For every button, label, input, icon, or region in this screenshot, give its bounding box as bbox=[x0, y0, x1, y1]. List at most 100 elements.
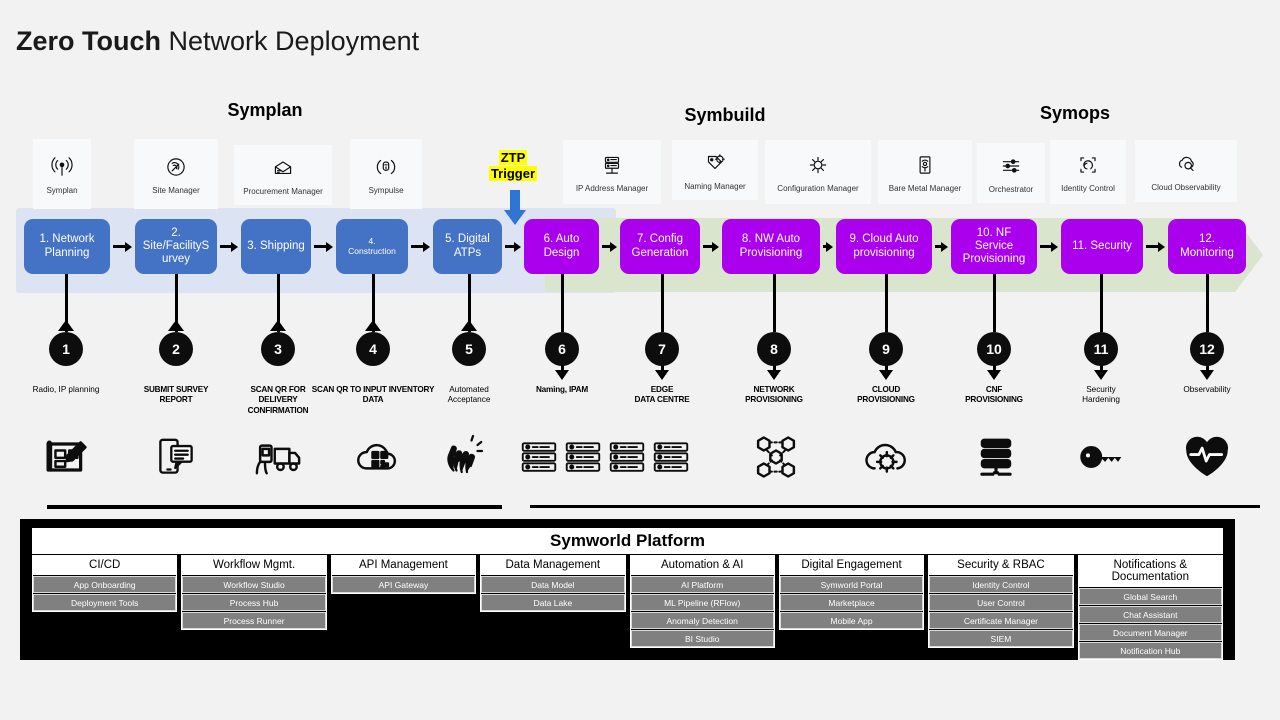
tool-card-sympulse[interactable]: Sympulse bbox=[350, 139, 422, 209]
process-step-label: 2. Site/FacilityS urvey bbox=[142, 226, 210, 266]
phone-message-icon bbox=[151, 426, 201, 488]
tool-card-label: Bare Metal Manager bbox=[888, 184, 962, 194]
step-number: 4 bbox=[369, 341, 377, 357]
tool-card-configuration-manager[interactable]: Configuration Manager bbox=[765, 140, 871, 204]
connector-line-lower-11 bbox=[1099, 364, 1103, 372]
platform-column-header: Notifications & Documentation bbox=[1078, 556, 1222, 588]
flow-arrow-10-to-11 bbox=[1040, 241, 1058, 252]
step-number-badge-2: 2 bbox=[159, 332, 193, 366]
platform-item[interactable]: Symworld Portal bbox=[779, 576, 924, 594]
tool-card-bare-metal-manager[interactable]: Bare Metal Manager bbox=[878, 140, 972, 204]
platform-item[interactable]: Data Lake bbox=[481, 594, 625, 612]
rack-signal-icon bbox=[912, 150, 938, 180]
process-step-label: 1. Network Planning bbox=[39, 233, 95, 259]
platform-item[interactable]: App Onboarding bbox=[33, 576, 177, 594]
step-number: 2 bbox=[172, 341, 180, 357]
process-step-label: 7. Config Generation bbox=[631, 233, 689, 259]
platform-item[interactable]: Mobile App bbox=[779, 612, 924, 630]
pulse-circle-icon bbox=[373, 152, 399, 182]
platform-item[interactable]: Document Manager bbox=[1078, 624, 1222, 642]
process-step-6[interactable]: 6. Auto Design bbox=[524, 219, 599, 274]
activity-label-8: NETWORK PROVISIONING bbox=[745, 385, 803, 405]
flow-arrow-6-to-7 bbox=[602, 241, 617, 252]
process-step-8[interactable]: 8. NW Auto Provisioning bbox=[722, 219, 820, 274]
process-step-5[interactable]: 5. Digital ATPs bbox=[433, 219, 502, 274]
process-step-11[interactable]: 11. Security bbox=[1061, 219, 1143, 274]
activity-label-6: Naming, IPAM bbox=[535, 385, 589, 394]
step-number: 9 bbox=[882, 341, 890, 357]
process-step-3[interactable]: 3. Shipping bbox=[241, 219, 311, 274]
connector-line-1 bbox=[64, 274, 68, 332]
envelope-card-icon bbox=[270, 153, 296, 183]
tool-card-procurement-manager[interactable]: Procurement Manager bbox=[234, 145, 332, 205]
tool-card-orchestrator[interactable]: Orchestrator bbox=[977, 143, 1045, 203]
process-step-2[interactable]: 2. Site/FacilityS urvey bbox=[135, 219, 217, 274]
activity-label-10: CNF PROVISIONING bbox=[965, 385, 1023, 405]
platform-item[interactable]: Process Runner bbox=[182, 612, 326, 630]
tool-card-naming-manager[interactable]: Naming Manager bbox=[672, 140, 758, 200]
platform-item[interactable]: AI Platform bbox=[630, 576, 774, 594]
activity-label-1: Radio, IP planning bbox=[32, 385, 100, 394]
platform-item[interactable]: API Gateway bbox=[331, 576, 476, 594]
platform-item[interactable]: SIEM bbox=[929, 630, 1073, 648]
server-racks-icon bbox=[515, 426, 695, 488]
fingerprint-scan-icon bbox=[1075, 150, 1101, 180]
step-number-badge-7: 7 bbox=[645, 332, 679, 366]
process-step-12[interactable]: 12. Monitoring bbox=[1168, 219, 1246, 274]
tool-card-ip-address-manager[interactable]: IP Address Manager bbox=[563, 140, 661, 204]
flow-arrow-11-to-12 bbox=[1146, 241, 1165, 252]
site-signal-circle-icon bbox=[163, 152, 189, 182]
process-step-9[interactable]: 9. Cloud Auto provisioning bbox=[836, 219, 932, 274]
platform-item[interactable]: Process Hub bbox=[182, 594, 326, 612]
tool-card-identity-control[interactable]: Identity Control bbox=[1050, 140, 1126, 204]
activity-label-2: SUBMIT SURVEY REPORT bbox=[143, 385, 209, 405]
platform-item[interactable]: Certificate Manager bbox=[929, 612, 1073, 630]
connector-line-9 bbox=[884, 274, 888, 332]
down-arrow-icon-8 bbox=[767, 370, 781, 380]
cloud-qr-icon bbox=[351, 426, 407, 488]
page-title: Zero Touch Network Deployment bbox=[16, 26, 419, 57]
step-number-badge-12: 12 bbox=[1190, 332, 1224, 366]
platform-item[interactable]: Identity Control bbox=[929, 576, 1073, 594]
platform-item[interactable]: Notification Hub bbox=[1078, 642, 1222, 660]
flow-arrow-3-to-4 bbox=[314, 241, 333, 252]
down-arrow-icon-11 bbox=[1094, 370, 1108, 380]
process-step-1[interactable]: 1. Network Planning bbox=[24, 219, 110, 274]
connector-line-11 bbox=[1099, 274, 1103, 332]
qr-hand-truck-icon bbox=[247, 426, 309, 488]
step-number: 8 bbox=[770, 341, 778, 357]
antenna-signal-icon bbox=[49, 152, 75, 182]
tool-card-symplan[interactable]: Symplan bbox=[33, 139, 91, 209]
platform-item[interactable]: User Control bbox=[929, 594, 1073, 612]
tool-card-site-manager[interactable]: Site Manager bbox=[134, 139, 218, 209]
tool-card-cloud-observability[interactable]: Cloud Observability bbox=[1135, 140, 1237, 202]
platform-item[interactable]: Anomaly Detection bbox=[630, 612, 774, 630]
step-number-badge-6: 6 bbox=[545, 332, 579, 366]
platform-item[interactable]: Data Model bbox=[481, 576, 625, 594]
process-step-label: 3. Shipping bbox=[247, 239, 305, 252]
platform-item[interactable]: Deployment Tools bbox=[33, 594, 177, 612]
process-step-4[interactable]: 4. Construction bbox=[336, 219, 408, 274]
section-header-symbuild: Symbuild bbox=[684, 105, 766, 125]
server-network-icon bbox=[599, 150, 625, 180]
platform-item[interactable]: Workflow Studio bbox=[182, 576, 326, 594]
process-step-7[interactable]: 7. Config Generation bbox=[620, 219, 700, 274]
step-number: 11 bbox=[1093, 341, 1109, 357]
platform-column-header: Digital Engagement bbox=[779, 556, 924, 576]
platform-item[interactable]: Global Search bbox=[1078, 588, 1222, 606]
ztp-down-arrow-icon bbox=[504, 190, 526, 225]
divider-bar-right bbox=[530, 505, 1260, 508]
platform-item[interactable]: BI Studio bbox=[630, 630, 774, 648]
ztp-line2: Trigger bbox=[488, 166, 538, 182]
platform-item[interactable]: Chat Assistant bbox=[1078, 606, 1222, 624]
step-number-badge-1: 1 bbox=[49, 332, 83, 366]
sliders-icon bbox=[998, 151, 1024, 181]
platform-item[interactable]: Marketplace bbox=[779, 594, 924, 612]
process-step-10[interactable]: 10. NF Service Provisioning bbox=[951, 219, 1037, 274]
platform-item[interactable]: ML Pipeline (RFlow) bbox=[630, 594, 774, 612]
step-number: 10 bbox=[986, 341, 1002, 357]
step-number-badge-5: 5 bbox=[452, 332, 486, 366]
